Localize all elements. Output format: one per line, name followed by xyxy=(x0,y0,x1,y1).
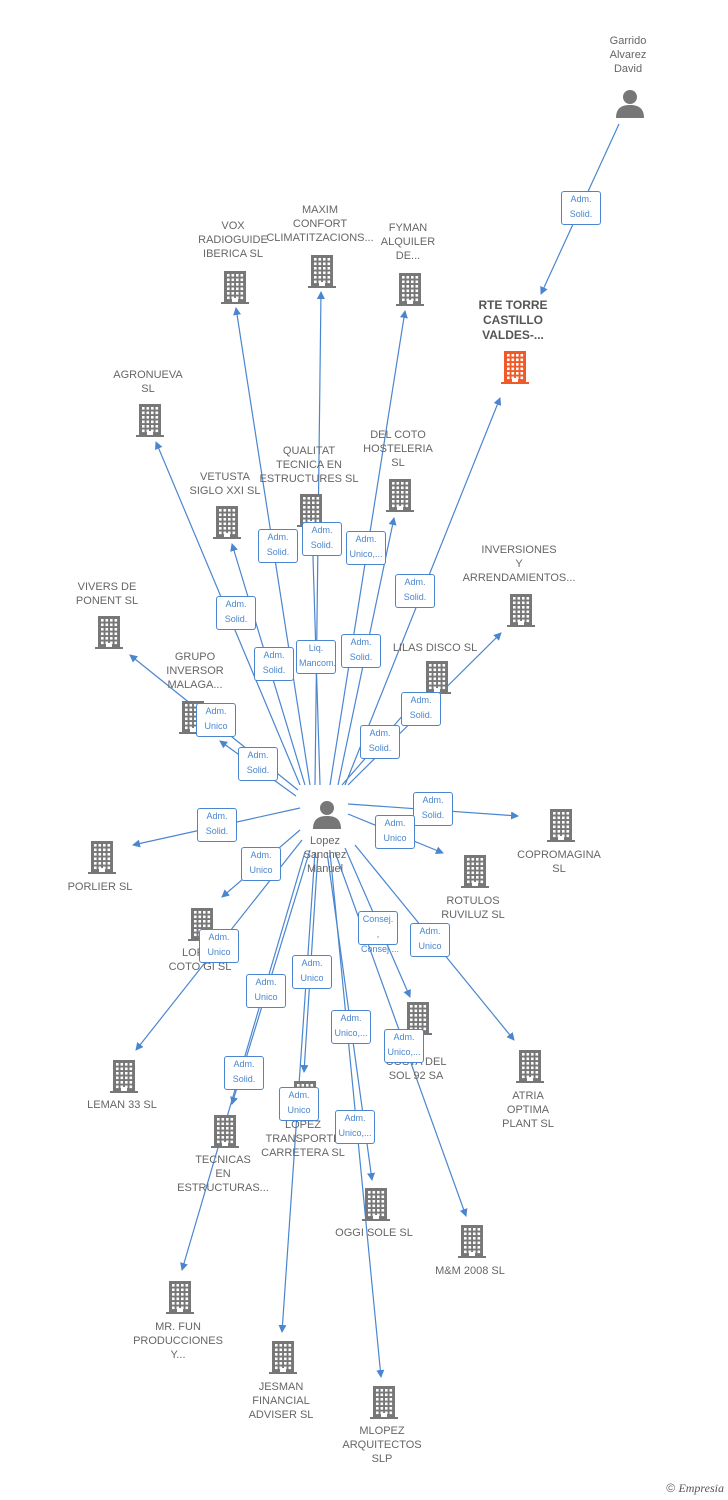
node-label[interactable]: VOX RADIOGUIDE IBERICA SL xyxy=(198,220,268,260)
building-icon[interactable] xyxy=(219,269,251,305)
node-label[interactable]: Lopez Sanchez Manuel xyxy=(303,835,347,875)
relation-label: Adm. Unico,... xyxy=(331,1010,371,1044)
relation-label: Adm. Unico xyxy=(410,923,450,957)
node-label[interactable]: MR. FUN PRODUCCIONES Y... xyxy=(133,1321,223,1361)
node-label[interactable]: MAXIM CONFORT CLIMATITZACIONS... xyxy=(266,204,374,244)
node-label[interactable]: M&M 2008 SL xyxy=(435,1265,505,1277)
relation-label: Adm. Unico,... xyxy=(346,531,386,565)
relation-label: Adm. Solid. xyxy=(413,792,453,826)
building-icon[interactable] xyxy=(93,614,125,650)
relation-label: Adm. Solid. xyxy=(258,529,298,563)
building-icon[interactable] xyxy=(368,1384,400,1420)
building-icon[interactable] xyxy=(402,1000,434,1036)
person-icon[interactable] xyxy=(312,799,342,829)
building-icon[interactable] xyxy=(545,807,577,843)
node-label[interactable]: COPROMAGINA SL xyxy=(517,849,601,875)
node-label[interactable]: LEMAN 33 SL xyxy=(87,1099,157,1111)
building-icon[interactable] xyxy=(164,1279,196,1315)
node-label[interactable]: ROTULOS RUVILUZ SL xyxy=(441,895,505,921)
relation-label: Adm. Unico xyxy=(375,815,415,849)
person-icon[interactable] xyxy=(615,88,645,118)
node-label[interactable]: ATRIA OPTIMA PLANT SL xyxy=(502,1090,554,1130)
relation-label: Consej. , Consej.... xyxy=(358,911,399,954)
node-label[interactable]: VIVERS DE PONENT SL xyxy=(75,581,139,607)
relation-label: Adm. Solid. xyxy=(341,634,381,668)
relation-label: Adm. Unico xyxy=(199,929,239,963)
building-icon[interactable] xyxy=(267,1339,299,1375)
node-label[interactable]: Garrido Alvarez David xyxy=(609,35,647,75)
relation-label: Adm. Solid. xyxy=(302,522,342,556)
building-icon[interactable] xyxy=(108,1058,140,1094)
node-label[interactable]: LILAS DISCO SL xyxy=(392,642,478,654)
building-icon[interactable] xyxy=(499,349,531,385)
relation-label: Adm. Solid. xyxy=(561,191,601,225)
node-label[interactable]: OGGI SOLE SL xyxy=(335,1227,413,1239)
node-label[interactable]: AGRONUEVA SL xyxy=(113,369,183,395)
relation-label: Adm. Solid. xyxy=(238,747,278,781)
relation-label: Liq. Mancom. xyxy=(296,640,336,674)
node-label[interactable]: LOPEZ TRANSPORTE CARRETERA SL xyxy=(261,1119,345,1159)
relation-label: Adm. Unico xyxy=(241,847,281,881)
relation-label: Adm. Unico xyxy=(279,1087,319,1121)
building-icon[interactable] xyxy=(459,853,491,889)
relation-label: Adm. Solid. xyxy=(224,1056,264,1090)
relation-label: Adm. Unico,... xyxy=(384,1029,424,1063)
node-label[interactable]: PORLIER SL xyxy=(67,881,133,893)
building-icon[interactable] xyxy=(211,504,243,540)
building-icon[interactable] xyxy=(514,1048,546,1084)
building-icon[interactable] xyxy=(456,1223,488,1259)
footer: © Empresia xyxy=(666,1481,724,1496)
node-label[interactable]: GRUPO INVERSOR MALAGA... xyxy=(166,651,224,691)
node-label[interactable]: FYMAN ALQUILER DE... xyxy=(380,222,436,262)
relation-label: Adm. Unico xyxy=(292,955,332,989)
relation-label: Adm. Solid. xyxy=(360,725,400,759)
node-label[interactable]: VETUSTA SIGLO XXI SL xyxy=(189,471,261,497)
relation-label: Adm. Solid. xyxy=(395,574,435,608)
relation-label: Adm. Unico xyxy=(246,974,286,1008)
node-label[interactable]: MLOPEZ ARQUITECTOS SLP xyxy=(342,1425,422,1465)
relation-label: Adm. Solid. xyxy=(254,647,294,681)
building-icon[interactable] xyxy=(209,1113,241,1149)
building-icon[interactable] xyxy=(306,253,338,289)
building-icon[interactable] xyxy=(360,1186,392,1222)
node-label[interactable]: QUALITAT TECNICA EN ESTRUCTURES SL xyxy=(259,445,359,485)
node-label[interactable]: TECNICAS EN ESTRUCTURAS... xyxy=(177,1154,269,1194)
node-label[interactable]: DEL COTO HOSTELERIA SL xyxy=(363,429,433,469)
building-icon[interactable] xyxy=(134,402,166,438)
relation-label: Adm. Solid. xyxy=(401,692,441,726)
brand-logo[interactable]: Empresia xyxy=(678,1481,724,1495)
node-label[interactable]: INVERSIONES Y ARRENDAMIENTOS... xyxy=(462,544,576,584)
building-icon[interactable] xyxy=(421,659,453,695)
building-icon[interactable] xyxy=(505,592,537,628)
node-label[interactable]: JESMAN FINANCIAL ADVISER SL xyxy=(248,1381,314,1421)
relation-label: Adm. Unico xyxy=(196,703,236,737)
building-icon[interactable] xyxy=(384,477,416,513)
copyright-symbol: © xyxy=(666,1481,676,1495)
node-label[interactable]: RTE TORRE CASTILLO VALDES-... xyxy=(478,298,548,342)
relation-label: Adm. Solid. xyxy=(216,596,256,630)
relation-label: Adm. Unico,... xyxy=(335,1110,375,1144)
building-icon[interactable] xyxy=(86,839,118,875)
relation-label: Adm. Solid. xyxy=(197,808,237,842)
building-icon[interactable] xyxy=(394,271,426,307)
